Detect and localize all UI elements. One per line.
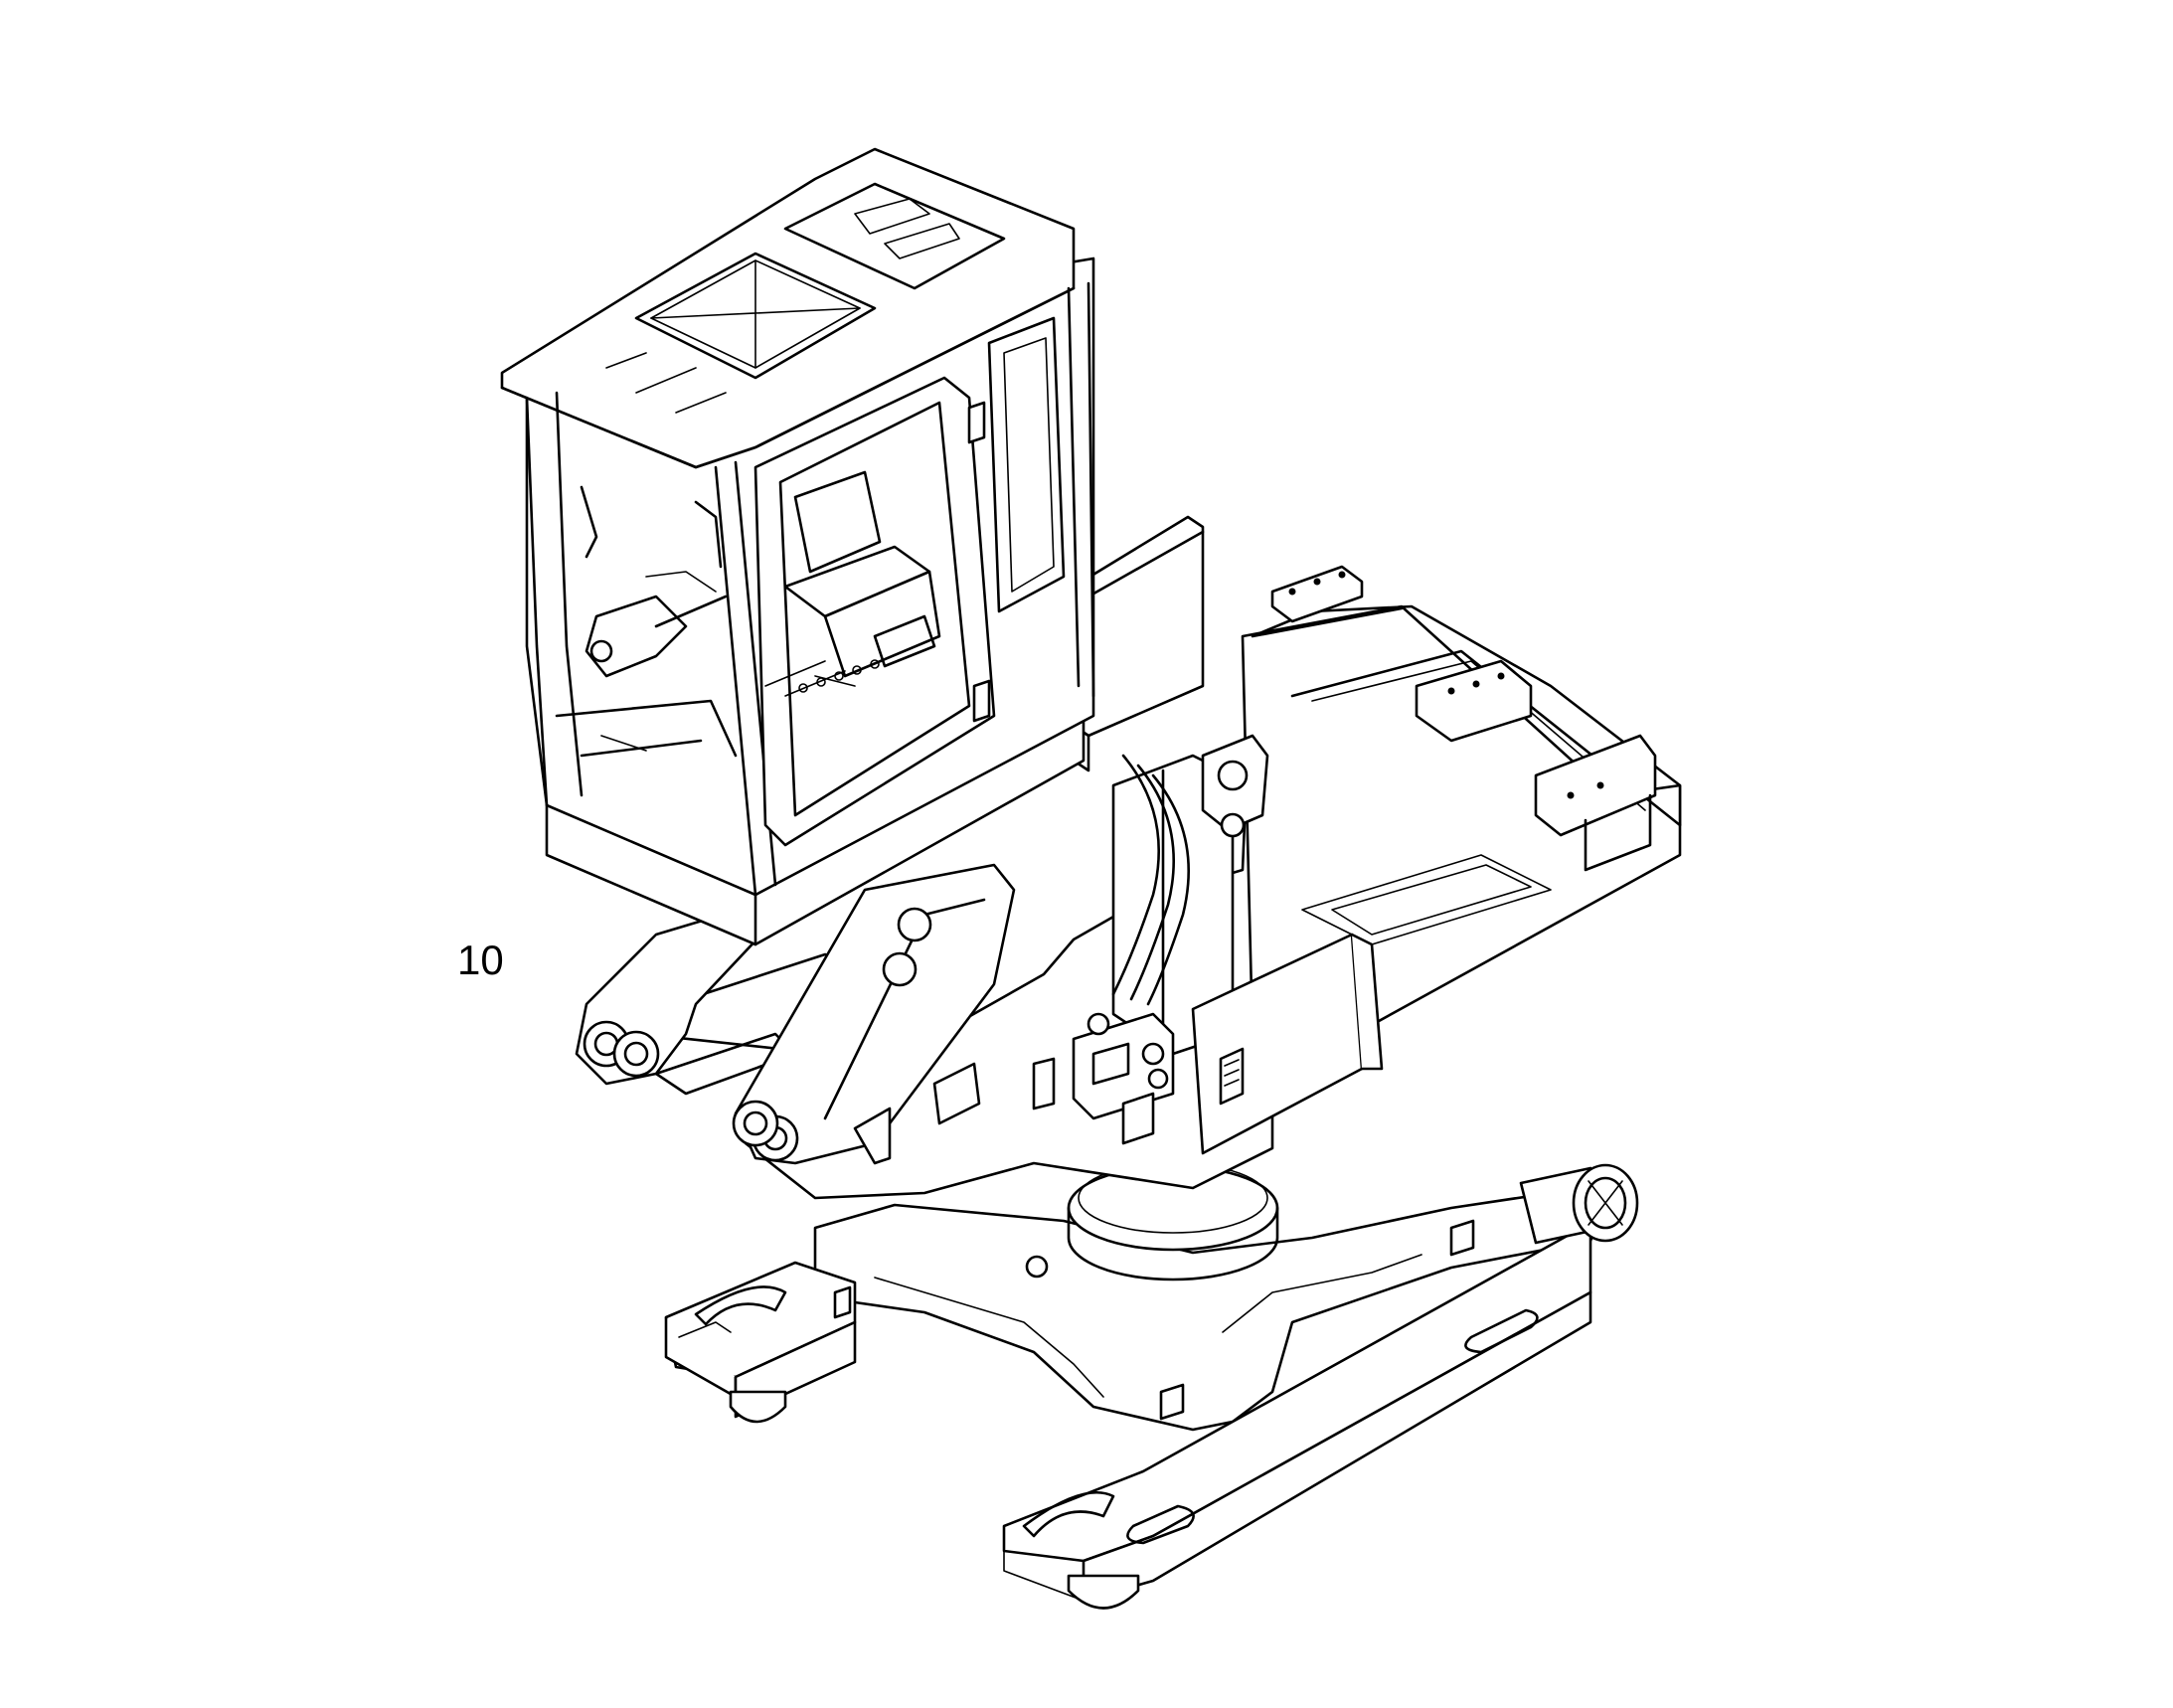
operator-cab <box>500 147 1095 946</box>
upper-frame <box>575 515 1682 1200</box>
callout-label: 10 <box>457 937 504 983</box>
undercarriage <box>664 1162 1639 1610</box>
